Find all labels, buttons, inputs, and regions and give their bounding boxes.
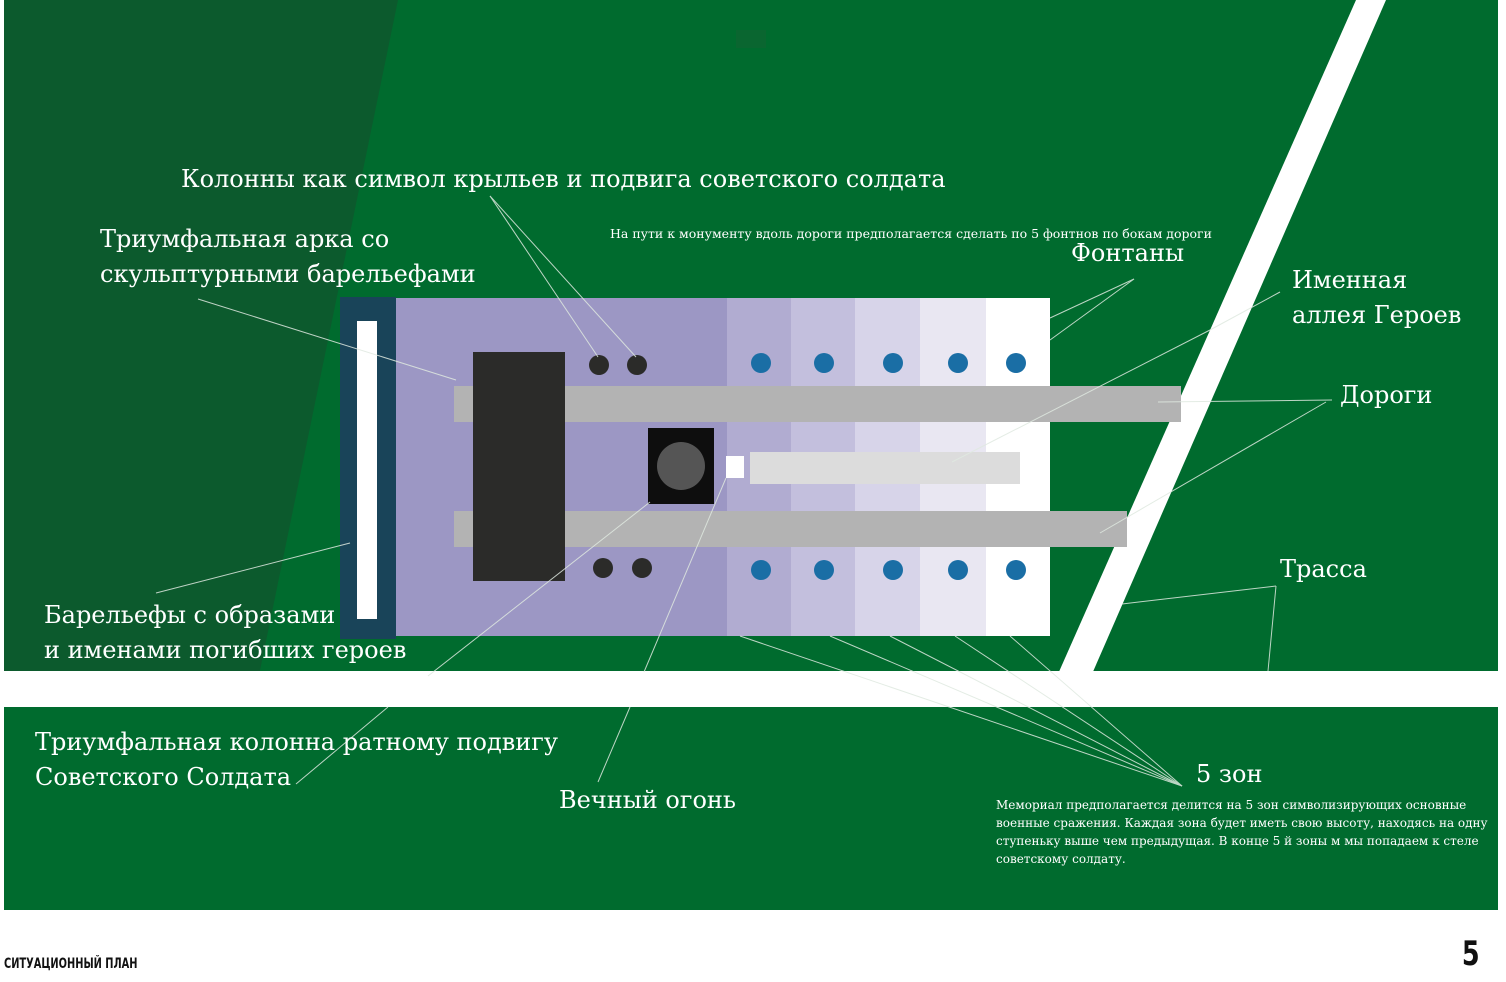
label-eternal-flame: Вечный огонь	[559, 786, 736, 814]
ground-patch	[736, 30, 766, 48]
leader-columns	[489, 195, 637, 358]
fountain	[948, 353, 968, 373]
leader-reliefs	[155, 542, 351, 594]
leader-triumph-column	[295, 706, 389, 785]
leader-roads	[1157, 399, 1333, 403]
zones-note-line2: военные сражения. Каждая зона будет имет…	[996, 816, 1488, 830]
label-triumphal-arch-line2: скульптурными барельефами	[100, 260, 476, 288]
ground-dark-shade	[4, 0, 398, 680]
fountain	[948, 560, 968, 580]
leader-fountains	[1049, 278, 1135, 319]
label-triumphal-arch: Триумфальная арка со скульптурными барел…	[100, 222, 476, 292]
leader-triumph-column	[427, 501, 651, 677]
fountain	[751, 560, 771, 580]
road-lower	[454, 511, 1127, 547]
label-reliefs: Барельефы с образами и именами погибших …	[44, 598, 406, 668]
zones-note-line4: советскому солдату.	[996, 852, 1126, 866]
wing-column	[589, 355, 609, 375]
leader-eternal-flame	[643, 477, 727, 673]
wing-column	[627, 355, 647, 375]
fountain	[883, 560, 903, 580]
label-reliefs-line1: Барельефы с образами	[44, 601, 336, 629]
leader-roads	[1099, 401, 1327, 534]
leader-alley	[951, 329, 1211, 463]
leader-zones	[1009, 635, 1183, 787]
label-triumphal-arch-line1: Триумфальная арка со	[100, 225, 390, 253]
road-upper	[454, 386, 1181, 422]
alley-of-heroes	[750, 452, 1020, 484]
leader-lines	[155, 195, 1333, 787]
leader-zones	[739, 635, 1183, 787]
footer-title: СИТУАЦИОННЫЙ ПЛАН	[4, 956, 138, 972]
triumphal-column	[657, 442, 705, 490]
label-zones: 5 зон	[1196, 760, 1263, 788]
leader-zones	[954, 635, 1183, 787]
triumphal-arch	[473, 352, 565, 581]
fountain	[814, 353, 834, 373]
label-reliefs-line2: и именами погибших героев	[44, 636, 407, 664]
zones-note-line3: ступеньку выше чем предыдущая. В конце 5…	[996, 834, 1479, 848]
zones-note-line1: Мемориал предполагается делится на 5 зон…	[996, 798, 1467, 812]
label-alley-line2: аллея Героев	[1292, 301, 1462, 329]
fountain	[883, 353, 903, 373]
leader-columns	[489, 195, 599, 358]
fountains-note: На пути к монументу вдоль дороги предпол…	[610, 226, 1212, 241]
fountain	[1006, 560, 1026, 580]
label-alley-line1: Именная	[1292, 266, 1408, 294]
leader-arch	[197, 298, 457, 381]
highway-diagonal	[1058, 0, 1386, 674]
label-fountains: Фонтаны	[1071, 239, 1185, 267]
fountain	[751, 353, 771, 373]
leader-zones	[829, 635, 1183, 787]
label-columns: Колонны как символ крыльев и подвига сов…	[181, 165, 946, 193]
leader-eternal-flame	[597, 706, 631, 783]
relief-wall	[357, 321, 377, 619]
eternal-flame-marker	[726, 456, 744, 478]
label-triumphal-column: Триумфальная колонна ратному подвигу Сов…	[35, 725, 558, 795]
wing-column	[632, 558, 652, 578]
leader-highway	[1267, 585, 1277, 672]
zones-note: Мемориал предполагается делится на 5 зон…	[996, 796, 1488, 868]
leader-alley	[1209, 291, 1281, 331]
leader-zones	[889, 635, 1183, 787]
wing-column	[593, 558, 613, 578]
leader-fountains	[1049, 278, 1135, 341]
page-number: 5	[1462, 934, 1480, 974]
label-triumphal-column-line1: Триумфальная колонна ратному подвигу	[35, 728, 558, 756]
label-triumphal-column-line2: Советского Солдата	[35, 763, 292, 791]
label-highway: Трасса	[1280, 555, 1367, 583]
fountain	[814, 560, 834, 580]
leader-highway	[1121, 585, 1277, 605]
label-alley-of-heroes: Именная аллея Героев	[1292, 263, 1461, 333]
label-roads: Дороги	[1340, 381, 1433, 409]
highway-horizontal	[4, 671, 1498, 707]
fountain	[1006, 353, 1026, 373]
